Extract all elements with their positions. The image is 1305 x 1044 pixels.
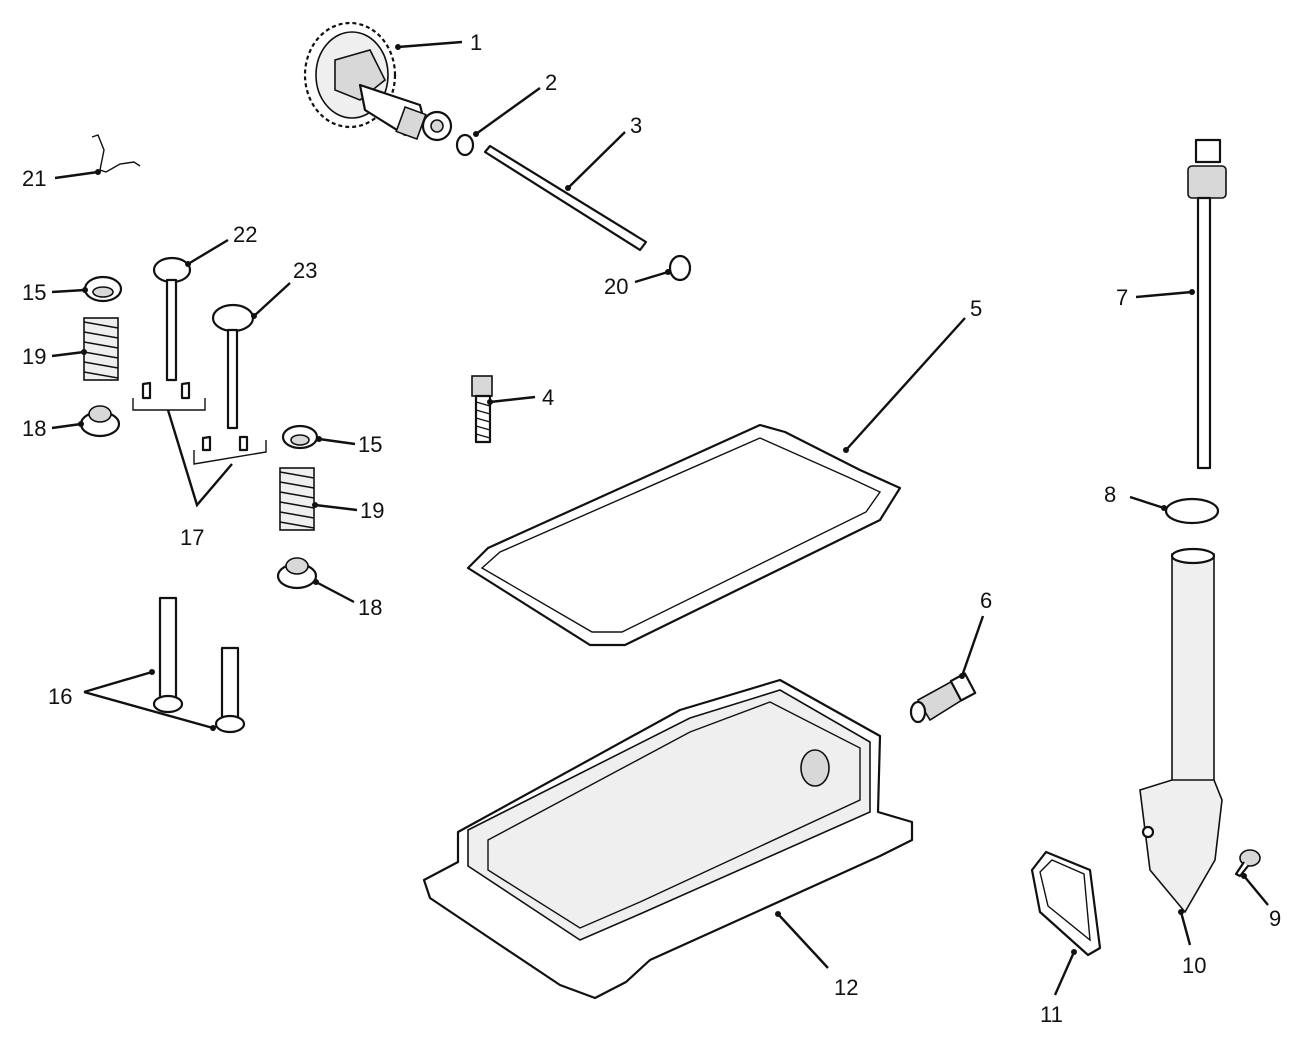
part-oil-pan (422, 678, 914, 1000)
label-20: 20 (604, 274, 628, 299)
leader-20 (634, 270, 669, 284)
label-18-left: 18 (22, 416, 46, 441)
leader-12 (777, 913, 829, 969)
leader-3 (567, 131, 626, 189)
part-tube-gasket (1030, 850, 1102, 957)
label-19-left: 19 (22, 344, 46, 369)
label-15-right: 15 (358, 432, 382, 457)
part-camshaft-gear (303, 21, 453, 142)
part-cap-right (281, 424, 319, 450)
label-23: 23 (293, 258, 317, 283)
leader-15-right (318, 437, 356, 446)
part-cap-left (83, 275, 123, 303)
label-10: 10 (1182, 953, 1206, 978)
label-15-left: 15 (22, 280, 46, 305)
part-valve-23 (211, 303, 255, 430)
part-tappet-2 (214, 646, 246, 734)
leader-5 (845, 317, 966, 451)
leader-22 (187, 238, 229, 266)
leader-18-right (315, 580, 355, 604)
callout-labels: 1 2 3 4 5 6 7 8 9 10 11 12 15 15 16 17 1… (22, 30, 1281, 1027)
part-drain-fitting (909, 672, 977, 724)
leader-15-left (51, 288, 86, 294)
part-bolt (471, 375, 493, 444)
leader-11 (1053, 951, 1076, 996)
part-dipstick (1187, 138, 1227, 470)
leader-8 (1129, 495, 1165, 510)
leader-18-left (51, 422, 82, 430)
label-11: 11 (1040, 1002, 1063, 1027)
label-16: 16 (48, 684, 72, 709)
part-o-ring (1164, 497, 1220, 525)
label-18-right: 18 (358, 595, 382, 620)
part-seat-left (79, 405, 121, 438)
label-17: 17 (180, 525, 204, 550)
leader-7 (1135, 290, 1193, 299)
part-spring-right (279, 467, 315, 531)
part-screw (1234, 849, 1261, 878)
leader-23 (253, 282, 291, 317)
label-6: 6 (980, 588, 992, 613)
label-7: 7 (1116, 285, 1128, 310)
part-plug (668, 254, 692, 282)
label-1: 1 (470, 30, 482, 55)
part-seat-right (276, 557, 318, 590)
label-12: 12 (834, 975, 858, 1000)
label-2: 2 (545, 70, 557, 95)
label-21: 21 (22, 166, 46, 191)
part-gasket (466, 423, 902, 647)
part-valve-22 (152, 256, 192, 382)
leader-21 (54, 170, 99, 180)
leader-1 (397, 40, 463, 49)
leader-19-right (314, 503, 358, 512)
part-wire-clip (91, 134, 141, 173)
part-rod (483, 144, 648, 252)
leader-19-left (51, 350, 85, 358)
leader-lines (51, 40, 1269, 996)
label-9: 9 (1269, 906, 1281, 931)
leader-6 (960, 615, 985, 677)
label-22: 22 (233, 222, 257, 247)
label-4: 4 (542, 385, 554, 410)
label-3: 3 (630, 113, 642, 138)
leader-9 (1243, 875, 1269, 906)
leader-17 (166, 409, 233, 508)
part-filler-tube (1139, 547, 1223, 914)
label-5: 5 (970, 296, 982, 321)
leader-10 (1179, 911, 1192, 946)
label-19-right: 19 (360, 498, 384, 523)
leader-2 (475, 87, 541, 135)
leader-16 (83, 670, 214, 730)
label-8: 8 (1104, 482, 1116, 507)
leader-4 (489, 395, 536, 404)
part-spring-left (83, 317, 119, 381)
part-washer (455, 133, 475, 157)
part-tappet-1 (152, 596, 184, 714)
part-valve-keepers (132, 381, 267, 465)
